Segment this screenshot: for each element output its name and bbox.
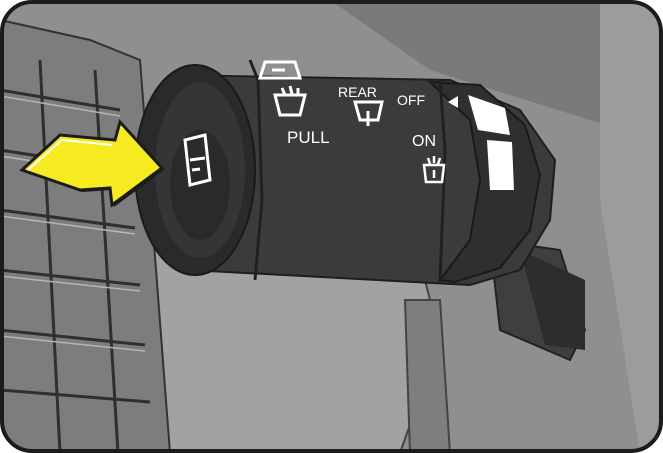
wiper-speed-ring[interactable] [427,80,542,284]
right-dash-panel [600,2,661,451]
rear-window-wiper-icon [183,133,212,187]
label-on: ON [412,133,436,150]
stalk-base-dark [520,250,585,350]
air-vent-slats [2,59,151,451]
rear-wiper-icon [353,100,384,126]
upper-dash-panel [330,2,661,140]
ring-marker-lower [487,140,514,190]
shroud-edge [403,299,452,451]
windshield-wiper-icon [257,60,303,80]
pull-arrow-icon [19,118,165,208]
off-position-marker-icon [448,96,458,108]
rear-washer-icon [422,156,446,184]
label-off: OFF [397,92,425,108]
windshield-washer-icon [273,85,307,117]
label-pull: PULL [287,128,330,147]
label-rear: REAR [338,84,377,100]
ring-marker-upper [468,95,510,135]
